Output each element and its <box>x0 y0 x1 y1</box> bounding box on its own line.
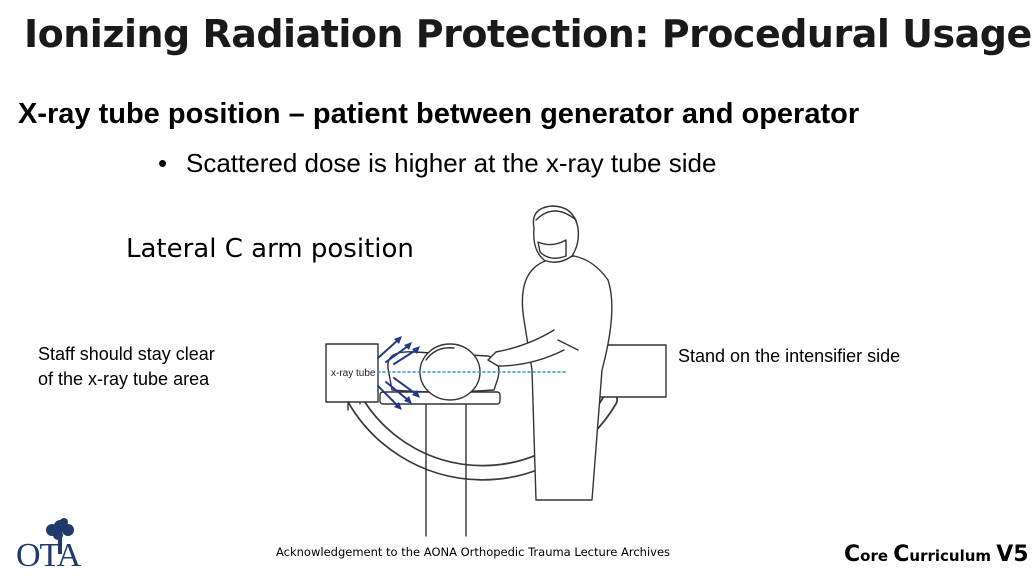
operator-sleeve <box>557 339 579 351</box>
brand-urriculum: urriculum <box>909 547 997 565</box>
acknowledgement: Acknowledgement to the AONA Orthopedic T… <box>276 545 671 559</box>
bullet-dot: • <box>158 148 168 178</box>
note-left: Staff should stay clear of the x-ray tub… <box>38 342 215 392</box>
scatter-arrow <box>377 385 399 407</box>
scatter-arrowhead <box>412 390 420 398</box>
note-right: Stand on the intensifier side <box>678 346 901 366</box>
xray-tube-box <box>325 343 379 403</box>
core-curriculum-brand: Core Curriculum V5 <box>844 542 1029 567</box>
scatter-arrow <box>385 345 409 363</box>
scatter-arrow <box>393 377 417 395</box>
brand-c2: C <box>893 542 910 567</box>
operator-gown <box>521 255 613 501</box>
brand-ore: ore <box>860 547 894 565</box>
slide-subtitle: X-ray tube position – patient between ge… <box>18 98 860 130</box>
table-pedestal <box>425 404 467 537</box>
scatter-arrowhead <box>394 402 402 410</box>
operator-mask <box>537 239 567 259</box>
scatter-arrow <box>377 339 399 359</box>
scatter-arrow <box>385 381 409 401</box>
note-left-line2: of the x-ray tube area <box>38 369 210 389</box>
c-arm-illustration: x-ray tube <box>325 205 667 537</box>
bullet-text: Scattered dose is higher at the x-ray tu… <box>186 148 717 178</box>
bullet-item: • Scattered dose is higher at the x-ray t… <box>158 148 716 179</box>
scatter-arrowhead <box>412 346 420 354</box>
ota-logo: OTA <box>16 518 83 574</box>
tree-icon <box>46 518 74 554</box>
brand-c1: C <box>844 542 861 567</box>
intensifier-body <box>597 344 667 398</box>
operator-cap <box>535 210 577 221</box>
scatter-arrow <box>393 349 417 365</box>
scatter-arrowhead <box>394 336 402 344</box>
operator-arm <box>487 329 565 367</box>
brand-version: V5 <box>996 542 1029 567</box>
slide-title: Ionizing Radiation Protection: Procedura… <box>24 12 1032 56</box>
scatter-arrowhead <box>404 342 412 350</box>
note-left-line1: Staff should stay clear <box>38 344 215 364</box>
figure-heading: Lateral C arm position <box>126 234 414 264</box>
scatter-arrowhead <box>404 396 412 404</box>
logo-letters: OTA <box>16 537 82 574</box>
xray-tube-label: x-ray tube <box>331 368 376 379</box>
patient-hair <box>425 347 455 361</box>
